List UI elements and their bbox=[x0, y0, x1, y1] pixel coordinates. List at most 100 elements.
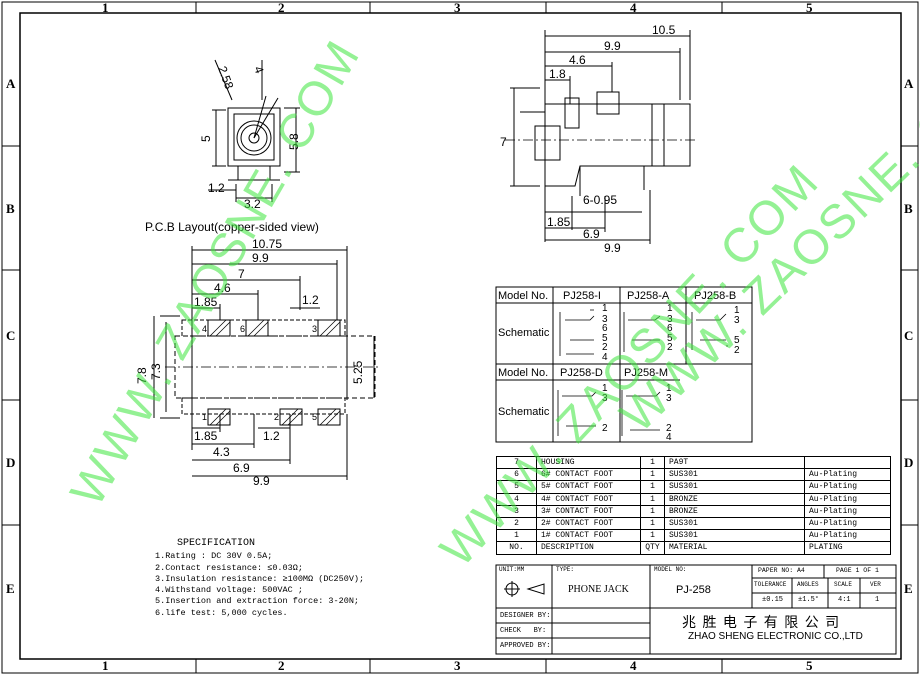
bom-cell-desc: 4# CONTACT FOOT bbox=[536, 492, 641, 506]
bom-cell-desc: 3# CONTACT FOOT bbox=[536, 504, 641, 518]
pcb-dim-6-9: 6.9 bbox=[233, 461, 250, 475]
pcb-dim-9-9-top: 9.9 bbox=[252, 251, 269, 265]
pin-b-2: 2 bbox=[734, 345, 740, 356]
bom-cell-plat: PLATING bbox=[804, 541, 891, 555]
side-dim-pins: 6-0.95 bbox=[583, 193, 617, 207]
model-label: MODEL NO: bbox=[654, 566, 687, 573]
schematic-table: Model No. Model No. Schematic Schematic … bbox=[495, 286, 753, 443]
bom-cell-plat bbox=[804, 455, 891, 470]
ver-value: 1 bbox=[875, 596, 880, 604]
company-name-en: ZHAO SHENG ELECTRONIC CO.,LTD bbox=[688, 631, 863, 642]
pin-a-3: 3 bbox=[667, 314, 673, 325]
zone-col-4-bottom: 4 bbox=[630, 658, 637, 673]
pcb-title: P.C.B Layout(copper-sided view) bbox=[145, 220, 319, 234]
side-dim-inner: 4.6 bbox=[569, 53, 586, 67]
paper-no: PAPER NO: A4 bbox=[758, 567, 805, 574]
bom-cell-plat: Au-Plating bbox=[804, 504, 891, 518]
pin-m-2: 2 bbox=[666, 423, 672, 434]
tolerance-value: ±0.15 bbox=[762, 596, 784, 604]
pin-i-6: 6 bbox=[602, 323, 608, 334]
zone-row-b-left: B bbox=[6, 201, 15, 216]
pcb-layout: 10.75 9.9 7 4.6 1.85 1.2 7.8 7.3 5.25 1.… bbox=[135, 237, 380, 486]
bom-cell-no: 2 bbox=[496, 516, 537, 531]
zone-row-c-left: C bbox=[6, 328, 16, 343]
zone-row-d-left: D bbox=[6, 455, 16, 470]
pin-b-5: 5 bbox=[734, 335, 740, 346]
front-dim-height: 5 bbox=[199, 135, 213, 142]
pin-a-1: 1 bbox=[667, 303, 673, 314]
spec-title: SPECIFICATION bbox=[177, 538, 256, 549]
pin-i-2: 2 bbox=[602, 342, 608, 353]
bom-cell-mat: SUS301 bbox=[664, 516, 805, 531]
bom-cell-qty: 1 bbox=[640, 468, 665, 482]
bom-cell-desc: 2# CONTACT FOOT bbox=[536, 516, 641, 531]
zone-col-5-bottom: 5 bbox=[806, 658, 813, 673]
pcb-dim-4-3: 4.3 bbox=[213, 445, 230, 459]
bom-cell-qty: 1 bbox=[640, 516, 665, 531]
approved-label: APPROVED BY: bbox=[500, 642, 551, 650]
pin-a-2: 2 bbox=[667, 342, 673, 353]
bom-cell-no: 1 bbox=[496, 529, 537, 543]
schematic-model-label-1: Model No. bbox=[498, 290, 548, 302]
bom-cell-plat: Au-Plating bbox=[804, 516, 891, 531]
pcb-pad-label-3: 3 bbox=[312, 324, 317, 334]
angles-label: ANGLES bbox=[797, 581, 819, 588]
side-dim-bottom-2: 6.9 bbox=[583, 227, 600, 241]
pcb-pad-label-1: 1 bbox=[202, 412, 207, 422]
bom-cell-qty: 1 bbox=[640, 504, 665, 518]
title-block bbox=[495, 564, 897, 655]
bom-cell-plat: Au-Plating bbox=[804, 529, 891, 543]
pin-a-6: 6 bbox=[667, 323, 673, 334]
pcb-pad-label-5: 5 bbox=[312, 412, 317, 422]
bom-cell-mat: SUS301 bbox=[664, 480, 805, 494]
pin-b-3: 3 bbox=[734, 315, 740, 326]
pcb-dim-7: 7 bbox=[238, 267, 245, 281]
model-pj258-m: PJ258-M bbox=[624, 367, 668, 379]
pin-i-3: 3 bbox=[602, 314, 608, 325]
side-dim-bottom-1: 1.85 bbox=[547, 215, 571, 229]
front-dim-diameter-pin: 4 bbox=[251, 64, 267, 75]
zone-col-4-top: 4 bbox=[630, 0, 637, 15]
tolerance-label: TOLERANCE bbox=[754, 581, 787, 588]
bom-cell-mat: SUS301 bbox=[664, 529, 805, 543]
designer-label: DESIGNER BY: bbox=[500, 612, 551, 620]
bom-cell-no: 4 bbox=[496, 492, 537, 506]
pin-d-3: 3 bbox=[602, 393, 608, 404]
bom-cell-no: 3 bbox=[496, 504, 537, 518]
pin-m-1: 1 bbox=[666, 383, 672, 394]
zone-col-2-top: 2 bbox=[278, 0, 285, 15]
model-pj258-d: PJ258-D bbox=[560, 367, 603, 379]
pcb-dim-4-6: 4.6 bbox=[214, 281, 231, 295]
zone-col-1-bottom: 1 bbox=[102, 658, 109, 673]
bom-cell-desc: DESCRIPTION bbox=[536, 541, 641, 555]
bom-cell-qty: 1 bbox=[640, 529, 665, 543]
bom-cell-qty: 1 bbox=[640, 480, 665, 494]
bom-cell-mat: MATERIAL bbox=[664, 541, 805, 555]
zone-col-5-top: 5 bbox=[806, 0, 813, 15]
front-dim-offset: 1.2 bbox=[208, 181, 225, 195]
model-pj258-a: PJ258-A bbox=[627, 290, 670, 302]
page-count: PAGE 1 OF 1 bbox=[836, 567, 879, 574]
pin-m-4: 4 bbox=[666, 432, 672, 443]
specification: SPECIFICATION 1.Rating : DC 30V 0.5A; 2.… bbox=[155, 538, 364, 619]
pin-i-1: 1 bbox=[602, 303, 608, 314]
company-name-cn: 兆 胜 电 子 有 限 公 司 bbox=[682, 615, 841, 631]
model-pj258-i: PJ258-I bbox=[563, 290, 601, 302]
pcb-pad-label-2: 2 bbox=[274, 412, 279, 422]
bom-cell-desc: 1# CONTACT FOOT bbox=[536, 529, 641, 543]
pcb-pad-label-6: 6 bbox=[240, 324, 245, 334]
pcb-dim-7-3: 7.3 bbox=[149, 363, 163, 380]
bom-cell-plat: Au-Plating bbox=[804, 492, 891, 506]
front-dim-width: 3.2 bbox=[244, 197, 261, 211]
schematic-row-label-2: Schematic bbox=[498, 406, 550, 418]
pin-a-5: 5 bbox=[667, 333, 673, 344]
bom-cell-mat: SUS301 bbox=[664, 468, 805, 482]
pcb-dim-7-8: 7.8 bbox=[135, 367, 149, 384]
